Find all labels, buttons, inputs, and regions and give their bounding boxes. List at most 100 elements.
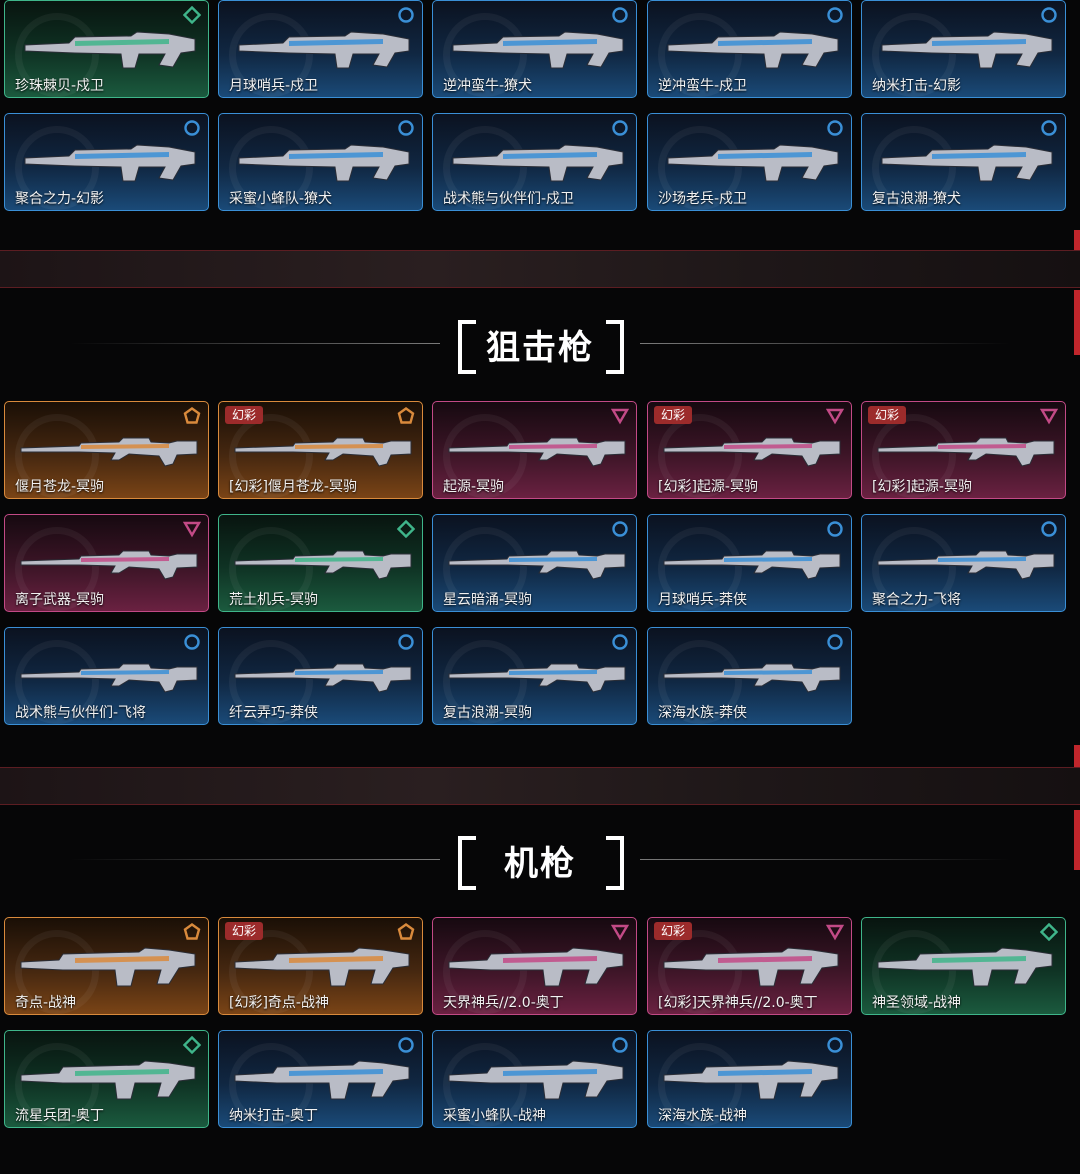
skin-card[interactable]: 纳米打击-幻影 — [861, 0, 1066, 98]
skin-name: 天界神兵//2.0-奥丁 — [443, 995, 564, 1011]
skin-card[interactable]: 起源-冥驹 — [432, 401, 637, 499]
skin-card[interactable]: 沙场老兵-戍卫 — [647, 113, 852, 211]
skin-card[interactable]: 战术熊与伙伴们-飞将 — [4, 627, 209, 725]
tier-green-icon — [183, 1036, 201, 1054]
tier-pink-icon — [611, 923, 629, 941]
background-emblem — [15, 930, 99, 1014]
skin-card[interactable]: 战术熊与伙伴们-戍卫 — [432, 113, 637, 211]
weapon-image — [663, 1060, 839, 1100]
tier-orange-icon — [183, 407, 201, 425]
weapon-image — [238, 144, 410, 182]
background-emblem — [229, 414, 313, 498]
skin-card[interactable]: 聚合之力-飞将 — [861, 514, 1066, 612]
skin-card[interactable]: 奇点-战神 — [4, 917, 209, 1015]
skin-card[interactable]: 采蜜小蜂队-獠犬 — [218, 113, 423, 211]
skin-card[interactable]: 逆冲蛮牛-獠犬 — [432, 0, 637, 98]
weapon-image — [20, 663, 198, 693]
skin-card[interactable]: 离子武器-冥驹 — [4, 514, 209, 612]
skin-card[interactable]: 月球哨兵-戍卫 — [218, 0, 423, 98]
weapon-image — [881, 31, 1053, 69]
skin-name: 战术熊与伙伴们-戍卫 — [443, 191, 575, 207]
skin-name: [幻彩]天界神兵//2.0-奥丁 — [658, 995, 818, 1011]
skin-card[interactable]: 幻彩[幻彩]天界神兵//2.0-奥丁 — [647, 917, 852, 1015]
skin-card[interactable]: 幻彩[幻彩]起源-冥驹 — [861, 401, 1066, 499]
tier-blue-icon — [826, 6, 844, 24]
tier-orange-icon — [183, 923, 201, 941]
skin-card[interactable]: 幻彩[幻彩]奇点-战神 — [218, 917, 423, 1015]
skin-card[interactable]: 采蜜小蜂队-战神 — [432, 1030, 637, 1128]
skin-name: 荒土机兵-冥驹 — [229, 592, 319, 608]
skin-card[interactable]: 珍珠棘贝-戍卫 — [4, 0, 209, 98]
skin-name: 采蜜小蜂队-战神 — [443, 1108, 547, 1124]
tier-blue-icon — [611, 119, 629, 137]
skin-name: 聚合之力-飞将 — [872, 592, 962, 608]
skin-name: 离子武器-冥驹 — [15, 592, 105, 608]
accent-tab — [1074, 290, 1080, 355]
skin-card[interactable]: 逆冲蛮牛-戍卫 — [647, 0, 852, 98]
skin-card[interactable]: 复古浪潮-冥驹 — [432, 627, 637, 725]
skin-card[interactable]: 幻彩[幻彩]偃月苍龙-冥驹 — [218, 401, 423, 499]
machinegun-section-heading: 机枪 — [0, 830, 1080, 890]
tier-blue-icon — [397, 119, 415, 137]
skin-card[interactable]: 聚合之力-幻影 — [4, 113, 209, 211]
background-emblem — [443, 527, 527, 611]
skin-card[interactable]: 幻彩[幻彩]起源-冥驹 — [647, 401, 852, 499]
background-emblem — [15, 640, 99, 724]
skin-name: 偃月苍龙-冥驹 — [15, 479, 105, 495]
skin-card[interactable]: 流星兵团-奥丁 — [4, 1030, 209, 1128]
background-emblem — [15, 527, 99, 611]
tier-blue-icon — [826, 633, 844, 651]
skin-card[interactable]: 偃月苍龙-冥驹 — [4, 401, 209, 499]
tier-orange-icon — [397, 923, 415, 941]
background-emblem — [443, 414, 527, 498]
weapon-image — [24, 144, 196, 182]
skin-name: 复古浪潮-獠犬 — [872, 191, 962, 207]
tier-blue-icon — [397, 6, 415, 24]
weapon-image — [20, 437, 198, 467]
variant-badge: 幻彩 — [225, 406, 264, 424]
skin-name: 月球哨兵-戍卫 — [229, 78, 319, 94]
background-emblem — [15, 126, 99, 210]
tier-pink-icon — [1040, 407, 1058, 425]
skin-name: 珍珠棘贝-戍卫 — [15, 78, 105, 94]
tier-blue-icon — [611, 520, 629, 538]
weapon-image — [663, 663, 841, 693]
background-emblem — [229, 527, 313, 611]
skin-name: 聚合之力-幻影 — [15, 191, 105, 207]
skin-name: 流星兵团-奥丁 — [15, 1108, 105, 1124]
skin-card[interactable]: 复古浪潮-獠犬 — [861, 113, 1066, 211]
weapon-image — [234, 947, 410, 987]
tier-green-icon — [397, 520, 415, 538]
accent-tab — [1074, 230, 1080, 250]
tier-blue-icon — [611, 633, 629, 651]
weapon-image — [877, 437, 1055, 467]
skin-card[interactable]: 月球哨兵-莽侠 — [647, 514, 852, 612]
skin-name: 月球哨兵-莽侠 — [658, 592, 748, 608]
weapon-image — [448, 947, 624, 987]
skin-name: 纳米打击-奥丁 — [229, 1108, 319, 1124]
weapon-image — [667, 31, 839, 69]
tier-blue-icon — [397, 633, 415, 651]
weapon-image — [877, 947, 1053, 987]
skin-card[interactable]: 星云暗涌-冥驹 — [432, 514, 637, 612]
skin-card[interactable]: 纳米打击-奥丁 — [218, 1030, 423, 1128]
skin-card[interactable]: 荒土机兵-冥驹 — [218, 514, 423, 612]
weapon-image — [24, 31, 196, 69]
background-emblem — [872, 930, 956, 1014]
weapon-image — [234, 437, 412, 467]
skin-card[interactable]: 深海水族-莽侠 — [647, 627, 852, 725]
section-title: 狙击枪 — [486, 327, 594, 368]
skin-name: 逆冲蛮牛-戍卫 — [658, 78, 748, 94]
skin-name: 起源-冥驹 — [443, 479, 505, 495]
background-emblem — [658, 930, 742, 1014]
skin-name: 逆冲蛮牛-獠犬 — [443, 78, 533, 94]
weapon-image — [234, 1060, 410, 1100]
skin-card[interactable]: 纤云弄巧-莽侠 — [218, 627, 423, 725]
background-emblem — [872, 527, 956, 611]
section-divider — [0, 250, 1080, 288]
skin-card[interactable]: 神圣领域-战神 — [861, 917, 1066, 1015]
skin-card[interactable]: 深海水族-战神 — [647, 1030, 852, 1128]
background-emblem — [658, 527, 742, 611]
skin-card[interactable]: 天界神兵//2.0-奥丁 — [432, 917, 637, 1015]
skin-name: [幻彩]起源-冥驹 — [872, 479, 972, 495]
